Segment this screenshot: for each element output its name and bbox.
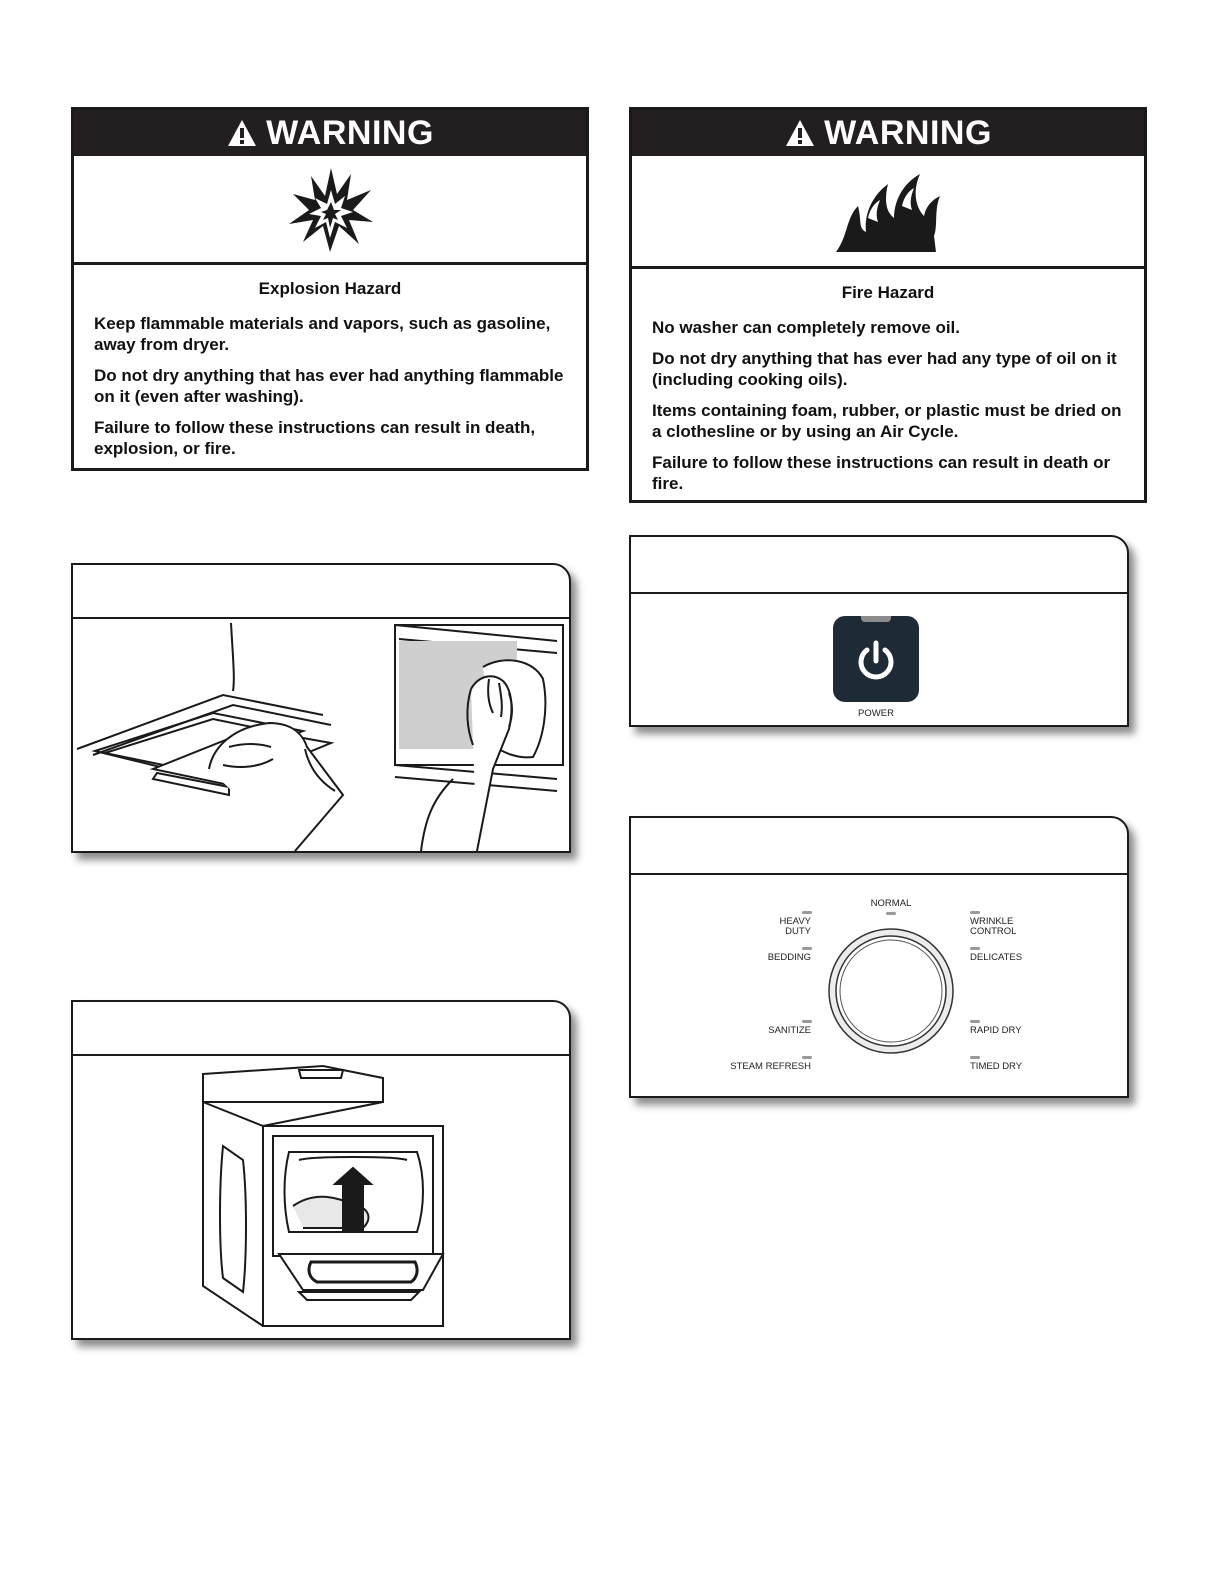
cycle-knob[interactable] — [827, 927, 955, 1055]
cycle-steam-refresh-led — [802, 1056, 812, 1059]
cycle-timed-dry-led — [970, 1056, 980, 1059]
alert-triangle-icon — [228, 120, 257, 146]
cycle-rapid-dry-led — [970, 1020, 980, 1023]
alert-triangle-icon — [786, 120, 815, 146]
cycle-steam-refresh-label: STEAM REFRESH — [730, 1061, 811, 1072]
warning-title: WARNING — [266, 113, 434, 152]
cycle-bedding-label: BEDDING — [767, 952, 811, 963]
fire-warning-box: WARNING Fire Hazard No washer can comple… — [629, 107, 1147, 503]
warning-header: WARNING — [74, 110, 586, 156]
panel-header — [631, 818, 1127, 875]
explosion-icon — [289, 168, 373, 252]
load-dryer-illustration — [73, 1056, 569, 1338]
power-icon — [858, 640, 894, 680]
warning-text-4: Failure to follow these instructions can… — [652, 453, 1111, 493]
cycle-normal-label: NORMAL — [870, 898, 912, 909]
panel-header — [631, 537, 1127, 594]
warning-text-2: Do not dry anything that has ever had an… — [94, 366, 564, 406]
cycle-rapid-dry-label: RAPID DRY — [970, 1025, 1022, 1036]
cycle-wrinkle-control-label: WRINKLE CONTROL — [970, 916, 1017, 937]
cycle-step-panel: NORMAL HEAVY DUTY BEDDING SANITIZE STEAM… — [629, 816, 1129, 1098]
cycle-wrinkle-control-led — [970, 911, 980, 914]
panel-header — [73, 1002, 569, 1056]
warning-text-1: Keep flammable materials and vapors, suc… — [94, 314, 551, 354]
power-button-label: POWER — [858, 708, 894, 719]
warning-text-3: Items containing foam, rubber, or plasti… — [652, 401, 1122, 441]
explosion-icon-area — [74, 156, 586, 265]
explosion-warning-box: WARNING Explosion Hazard Keep flammable … — [71, 107, 589, 471]
cycle-heavy-duty-led — [802, 911, 812, 914]
warning-title: WARNING — [824, 113, 992, 152]
cycle-bedding-led — [802, 947, 812, 950]
power-step-panel: POWER — [629, 535, 1129, 727]
cycle-normal-led — [886, 912, 896, 915]
panel-header — [73, 565, 569, 619]
warning-text-2: Do not dry anything that has ever had an… — [652, 349, 1117, 389]
fire-icon-area — [632, 156, 1144, 269]
hazard-title: Explosion Hazard — [258, 279, 402, 298]
power-indicator-light — [861, 616, 891, 622]
warning-text-1: No washer can completely remove oil. — [652, 318, 961, 337]
cycle-timed-dry-label: TIMED DRY — [970, 1061, 1023, 1072]
fire-icon — [836, 174, 940, 252]
cycle-sanitize-led — [802, 1020, 812, 1023]
cycle-heavy-duty-label: HEAVY DUTY — [779, 916, 811, 937]
lint-screen-step-panel — [71, 563, 571, 853]
warning-header: WARNING — [632, 110, 1144, 156]
warning-text-3: Failure to follow these instructions can… — [94, 418, 536, 458]
cycle-delicates-label: DELICATES — [970, 952, 1023, 963]
power-button[interactable] — [833, 616, 919, 702]
cycle-delicates-led — [970, 947, 980, 950]
hazard-title: Fire Hazard — [841, 283, 935, 302]
lint-screen-illustration — [73, 619, 569, 852]
load-dryer-step-panel — [71, 1000, 571, 1340]
cycle-sanitize-label: SANITIZE — [768, 1025, 811, 1036]
